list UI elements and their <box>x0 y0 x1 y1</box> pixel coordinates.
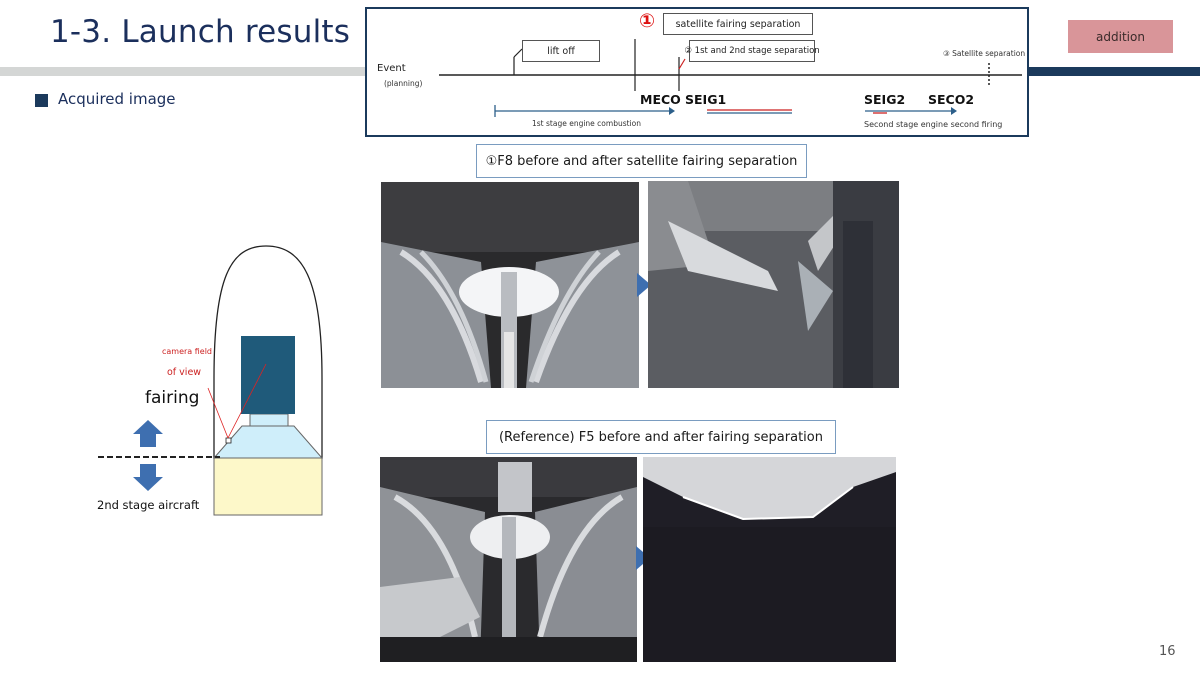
marker-one: ① <box>639 10 656 32</box>
addition-tag: addition <box>1068 20 1173 53</box>
event-seco2: SECO2 <box>928 92 975 107</box>
camera-label-1: camera field <box>162 347 213 356</box>
title-underline <box>0 67 366 76</box>
bullet-text: Acquired image <box>58 90 176 108</box>
f8-before-image <box>381 182 639 388</box>
caption-f5: (Reference) F5 before and after fairing … <box>486 420 836 454</box>
timeline-lines <box>439 39 1022 117</box>
bullet-square-icon <box>35 94 48 107</box>
event-meco: MECO <box>640 92 681 107</box>
stage-separation-box: ② 1st and 2nd stage separation <box>684 40 820 62</box>
caption-f8: ①F8 before and after satellite fairing s… <box>476 144 807 178</box>
second-stage-label: 2nd stage aircraft <box>97 498 200 512</box>
page-title: 1-3. Launch results <box>50 14 351 50</box>
camera-label-2: of view <box>167 367 202 378</box>
f8-after-image <box>648 181 899 388</box>
event-label: Event <box>377 63 406 74</box>
f5-after-image <box>643 457 896 662</box>
timeline-panel: Event (planning) ① satellite fairing sep… <box>365 7 1029 137</box>
planning-label: (planning) <box>384 79 423 88</box>
title-accent-bar <box>1026 67 1200 76</box>
first-stage-combustion-label: 1st stage engine combustion <box>532 119 641 128</box>
event-seig2: SEIG2 <box>864 92 906 107</box>
f5-before-image <box>380 457 637 662</box>
f8-arrow-icon <box>637 273 651 297</box>
satellite-separation-label: ③ Satellite separation <box>943 49 1026 58</box>
rocket-diagram <box>98 245 324 516</box>
event-seig1: SEIG1 <box>685 92 727 107</box>
second-firing-label: Second stage engine second firing <box>864 120 1003 129</box>
page-number: 16 <box>1159 644 1176 659</box>
fairing-separation-box: satellite fairing separation <box>663 13 813 35</box>
fairing-label: fairing <box>145 388 200 408</box>
liftoff-box: lift off <box>522 40 600 62</box>
